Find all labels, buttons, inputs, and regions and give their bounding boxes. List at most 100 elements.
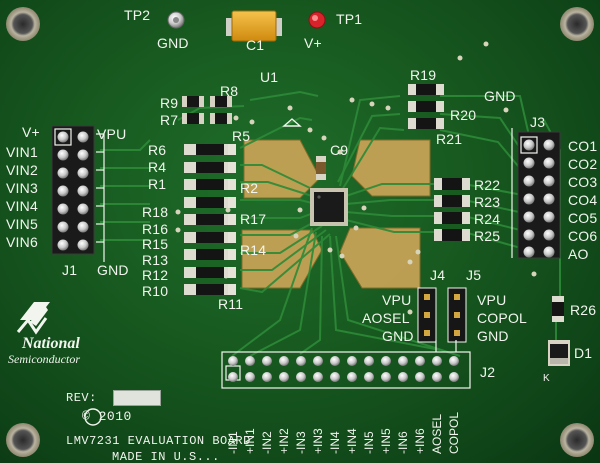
r9-label: R9	[160, 95, 179, 111]
r11-label: R11	[218, 296, 244, 312]
j3-gnd-label: GND	[484, 88, 516, 104]
j1-vpu-label: VPU	[97, 126, 127, 142]
r18-label: R18	[142, 204, 169, 220]
j4-header	[417, 287, 437, 343]
j5-vpu-label: VPU	[477, 292, 507, 308]
r15-label: R15	[142, 236, 169, 252]
mounting-holes	[6, 7, 594, 457]
j1-input-6: VIN6	[6, 234, 38, 250]
r7-r9-resistors	[182, 96, 232, 124]
j2-pin-label-8: +IN4	[345, 428, 359, 454]
j2-label: J2	[480, 364, 496, 380]
logo-national: National	[22, 335, 80, 352]
copyright-label: © 2010	[82, 409, 132, 424]
r2-label: R2	[240, 180, 259, 196]
r22-label: R22	[474, 177, 501, 193]
j4-gnd-label: GND	[382, 328, 414, 344]
tp1-label: TP1	[336, 11, 363, 27]
j3-output-1: CO1	[568, 138, 598, 154]
j2-pin-label-10: +IN5	[379, 428, 393, 454]
d1-label: D1	[574, 345, 593, 361]
j1-header	[51, 125, 105, 262]
j1-label: J1	[62, 262, 78, 278]
d1-diode	[548, 340, 570, 366]
j3-output-5: CO5	[568, 210, 598, 226]
board-title: LMV7231 EVALUATION BOARD	[66, 434, 251, 448]
tp2-label: TP2	[124, 7, 151, 23]
j2-pin-label-13: AOSEL	[430, 413, 444, 454]
j2-pin-label-7: -IN4	[328, 431, 342, 454]
made-in-label: MADE IN U.S...	[112, 450, 220, 463]
j3-output-2: CO2	[568, 156, 598, 172]
r26-resistor	[552, 296, 564, 322]
j3-header	[511, 128, 561, 259]
j4-aosel-label: AOSEL	[362, 310, 410, 326]
r22-r25-resistors	[434, 178, 470, 241]
r16-label: R16	[142, 221, 169, 237]
j3-label: J3	[530, 114, 546, 130]
j5-label: J5	[466, 267, 482, 283]
r7-label: R7	[160, 112, 179, 128]
r4-label: R4	[148, 159, 167, 175]
j1-input-1: VIN1	[6, 144, 38, 160]
r19-label: R19	[410, 67, 437, 83]
j1-input-3: VIN3	[6, 180, 38, 196]
r14-label: R14	[240, 242, 267, 258]
r5-label: R5	[232, 128, 251, 144]
j2-pin-label-6: +IN3	[311, 428, 325, 454]
c9-capacitor	[316, 156, 326, 180]
j5-header	[447, 287, 467, 343]
tp2-test-point	[167, 11, 185, 29]
r12-label: R12	[142, 267, 169, 283]
r19-r21-resistors	[408, 84, 444, 129]
pin1-marker	[282, 118, 302, 127]
national-logo-mark	[16, 302, 50, 335]
j3-output-3: CO3	[568, 174, 598, 190]
j3-output-ao: AO	[568, 246, 589, 262]
c1-tantalum-capacitor	[226, 10, 282, 42]
d1-cathode-label: K	[543, 373, 550, 384]
j2-header	[221, 340, 471, 389]
j2-pin-label-5: -IN3	[294, 431, 308, 454]
c1-label: C1	[246, 37, 265, 53]
r10-label: R10	[142, 283, 169, 299]
j4-vpu-label: VPU	[382, 292, 412, 308]
copyright-circle	[84, 408, 102, 426]
j2-pin-label-9: -IN5	[362, 431, 376, 454]
j2-pin-label-12: +IN6	[413, 428, 427, 454]
j1-input-2: VIN2	[6, 162, 38, 178]
j4-label: J4	[430, 267, 446, 283]
r23-label: R23	[474, 194, 501, 210]
tp1-net-label: V+	[304, 35, 322, 51]
resistor-pads-column-2	[228, 144, 236, 295]
pcb-traces	[100, 90, 561, 357]
rev-value-box	[113, 390, 161, 406]
r8-label: R8	[220, 83, 239, 99]
r20-label: R20	[450, 107, 477, 123]
tp1-test-point	[308, 11, 326, 29]
j2-pin-label-4: +IN2	[277, 428, 291, 454]
j2-pin-label-11: -IN6	[396, 431, 410, 454]
c9-label: C9	[330, 142, 349, 158]
u1-ic	[310, 188, 348, 226]
left-resistor-column	[184, 144, 236, 295]
j3-output-6: CO6	[568, 228, 598, 244]
r17-label: R17	[240, 211, 267, 227]
j2-pin-label-14: COPOL	[447, 411, 461, 454]
j3-output-4: CO4	[568, 192, 598, 208]
r24-label: R24	[474, 211, 501, 227]
r6-label: R6	[148, 142, 167, 158]
tp2-net-label: GND	[157, 35, 189, 51]
logo-semiconductor: Semiconductor	[8, 352, 80, 366]
r1-label: R1	[148, 176, 167, 192]
u1-label: U1	[260, 69, 279, 85]
j2-pin-label-3: -IN2	[260, 431, 274, 454]
j5-gnd-label: GND	[477, 328, 509, 344]
j1-input-4: VIN4	[6, 198, 38, 214]
rev-label: REV:	[66, 391, 97, 405]
r21-label: R21	[436, 131, 463, 147]
j1-vplus-label: V+	[22, 124, 40, 140]
j1-input-5: VIN5	[6, 216, 38, 232]
r26-label: R26	[570, 302, 597, 318]
